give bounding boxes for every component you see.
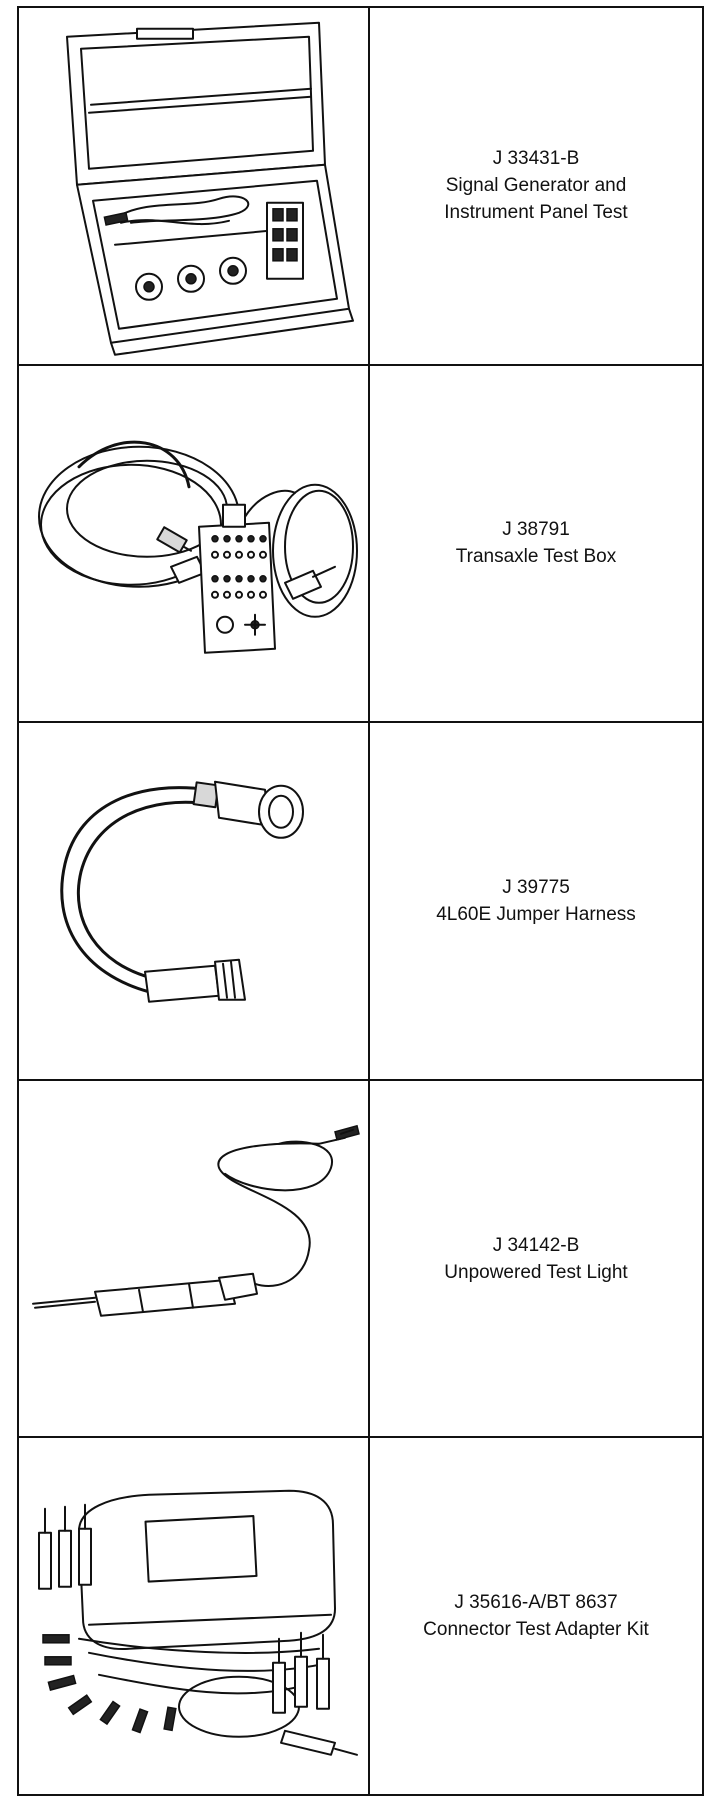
- tool-name-line: 4L60E Jumper Harness: [436, 903, 636, 925]
- tool-name-line: Transaxle Test Box: [455, 546, 617, 568]
- tool-row: J 34142-B Unpowered Test Light: [19, 1080, 702, 1439]
- tool-illustration: [19, 365, 370, 722]
- tool-illustration: [19, 1080, 370, 1437]
- adapter-kit-icon: [38, 1490, 358, 1757]
- tool-id: J 33431-B: [492, 148, 580, 170]
- tool-row: J 33431-B Signal Generator and Instrumen…: [19, 8, 702, 366]
- jumper-harness-icon: [60, 780, 304, 1003]
- tool-name-line: Signal Generator and: [445, 175, 627, 197]
- tool-table: J 33431-B Signal Generator and Instrumen…: [17, 6, 704, 1796]
- tool-description: J 34142-B Unpowered Test Light: [370, 1081, 702, 1437]
- tool-id: J 34142-B: [492, 1234, 580, 1256]
- tool-row: J 38791 Transaxle Test Box: [19, 365, 702, 724]
- tool-name-line: Connector Test Adapter Kit: [423, 1619, 649, 1641]
- tool-illustration: [19, 1438, 370, 1794]
- tool-description: J 38791 Transaxle Test Box: [370, 366, 702, 722]
- tool-description: J 33431-B Signal Generator and Instrumen…: [370, 8, 702, 364]
- test-box-icon: [38, 440, 358, 654]
- test-case-icon: [66, 21, 354, 356]
- test-box-jacks: [211, 534, 267, 599]
- tool-description: J 35616-A/BT 8637 Connector Test Adapter…: [370, 1438, 702, 1794]
- tool-id: J 39775: [502, 876, 570, 898]
- tool-name-line: Unpowered Test Light: [444, 1261, 628, 1283]
- tool-row: J 39775 4L60E Jumper Harness: [19, 723, 702, 1081]
- test-light-icon: [32, 1124, 360, 1317]
- tool-description: J 39775 4L60E Jumper Harness: [370, 723, 702, 1079]
- tool-id: J 38791: [502, 519, 570, 541]
- tool-illustration: [19, 723, 370, 1079]
- tool-illustration: [19, 8, 370, 364]
- tool-name-line: Instrument Panel Test: [444, 202, 628, 224]
- tool-row: J 35616-A/BT 8637 Connector Test Adapter…: [19, 1438, 702, 1794]
- tool-id: J 35616-A/BT 8637: [454, 1592, 618, 1614]
